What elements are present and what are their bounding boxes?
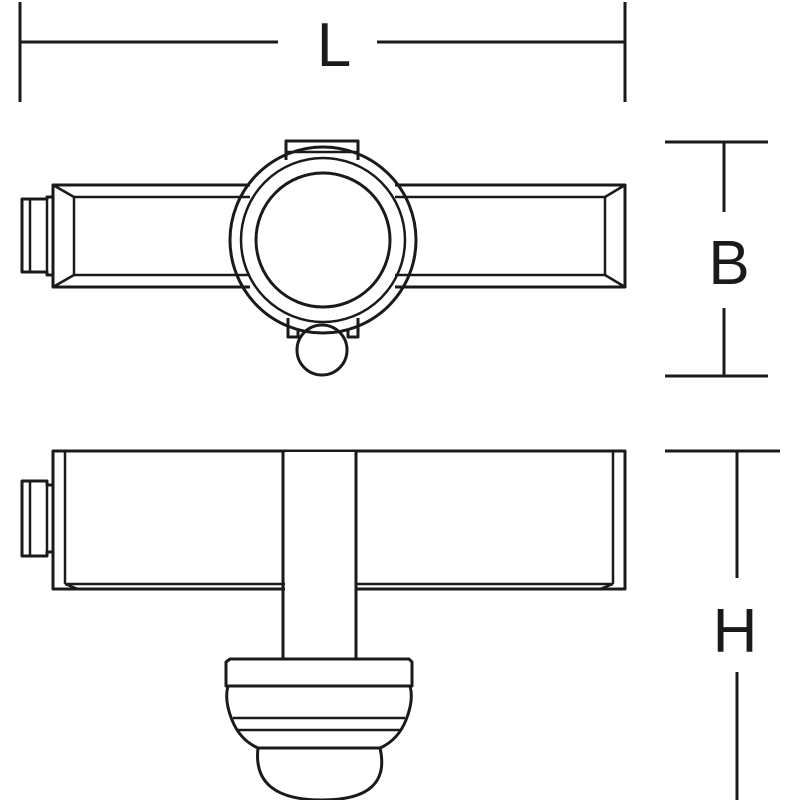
side-view: [20, 449, 627, 800]
dimension-width: B: [665, 140, 768, 378]
dimension-width-label: B: [708, 229, 749, 298]
dimension-height: H: [665, 449, 780, 800]
dimension-length: L: [18, 2, 627, 102]
top-view: [20, 139, 627, 377]
dimension-height-label: H: [713, 597, 758, 666]
dimension-length-label: L: [317, 11, 351, 80]
